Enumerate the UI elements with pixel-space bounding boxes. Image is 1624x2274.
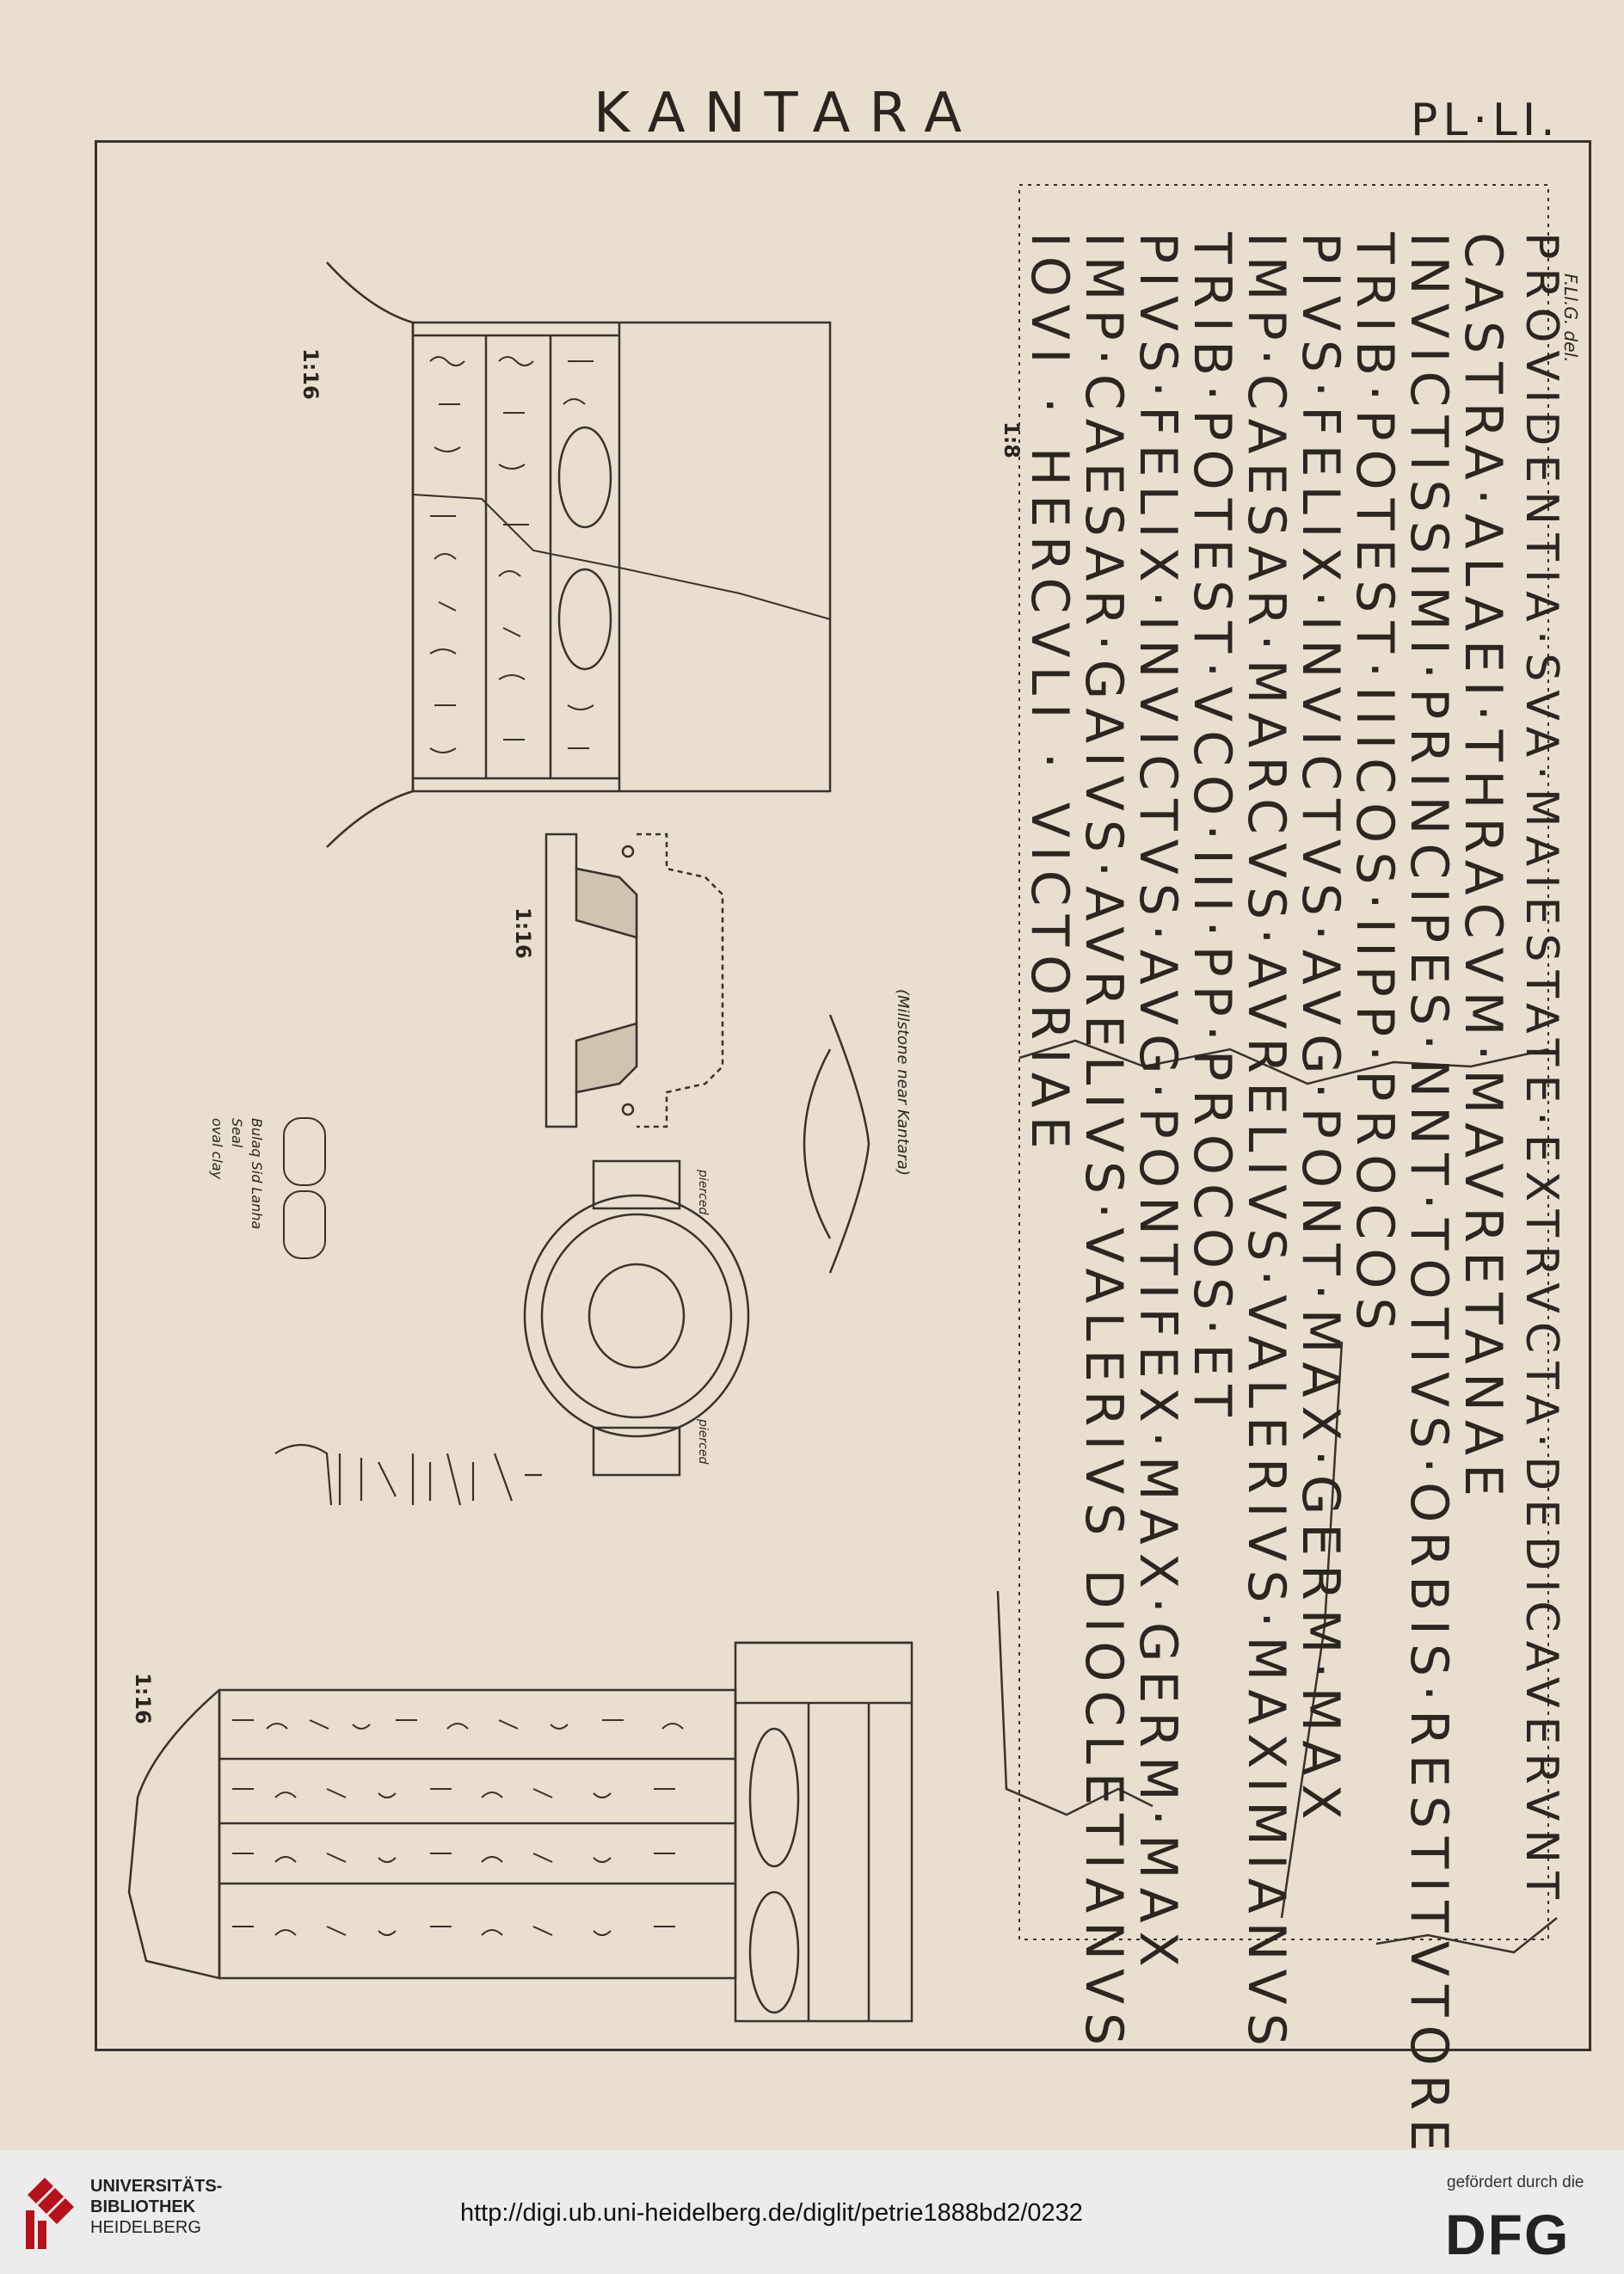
dfg-logo[interactable]: DFG <box>1445 2203 1571 2266</box>
inscription-line-5: IMP·CAESAR·MARCVS·AVRELIVS·VALERIVS·MAXI… <box>1236 232 1296 2055</box>
inscription-line-8: INVICTISSIMI·PRINCIPES·NNT·TOTIVS·ORBIS·… <box>1399 232 1459 2202</box>
hieroglyph-row-drawing <box>274 1444 542 1506</box>
pierced-label-1: pierced <box>696 1170 710 1215</box>
draughtsman-signature: F.Ll.G. del. <box>1560 273 1581 363</box>
footer-bar <box>0 2150 1624 2274</box>
millstone-section <box>803 1014 870 1274</box>
university-name-line-2: BIBLIOTHEK <box>90 2197 196 2216</box>
plate-title: KANTARA <box>594 82 981 145</box>
permalink-url[interactable]: http://digi.ub.uni-heidelberg.de/diglit/… <box>460 2199 1083 2227</box>
funded-by-text: gefördert durch die <box>1447 2173 1584 2191</box>
inscription-line-2: IMP·CAESAR·GAIVS·AVRELIVS·VALERIVS DIOCL… <box>1073 232 1134 2055</box>
inscription-fragment-outline <box>996 1039 1558 1954</box>
inscription-line-1: IOVI · HERCVLI · VICTORIAE <box>1019 232 1080 1158</box>
scale-label-mid: 1:16 <box>511 907 535 959</box>
inscription-slab-outline <box>1018 184 1549 1940</box>
seal-caption-1: oval clay <box>209 1118 225 1180</box>
scale-label-top: 1:16 <box>298 348 323 400</box>
inscription-line-4: TRIB·POTEST·VCO·III·PP·PROCOS·ET <box>1182 232 1242 1425</box>
inscription-line-10: PROVIDENTIA·SVA·MAIESTATE·EXTRVCTA·DEDIC… <box>1516 232 1567 1908</box>
scale-label-bottom: 1:16 <box>131 1673 155 1724</box>
inscription-line-3: PIVS·FELIX·INVICTVS·AVG·PONTIFEX·MAX·GER… <box>1128 232 1188 1976</box>
seal-caption-2: Seal <box>229 1118 245 1148</box>
plate-frame <box>95 140 1591 2051</box>
inscription-line-6: PIVS·FELIX·INVICTVS·AVG·PONT·MAX·GERM·MA… <box>1290 232 1350 1828</box>
plate-page: KANTARA PL·LI. <box>95 82 1591 2202</box>
millstone-plan <box>523 1159 750 1477</box>
university-name[interactable]: UNIVERSITÄTS- BIBLIOTHEK HEIDELBERG <box>90 2176 222 2238</box>
mould-stone-drawing <box>544 833 724 1128</box>
university-logo-icon[interactable] <box>19 2169 86 2255</box>
altar-drawing-top <box>326 261 832 848</box>
line-drawings <box>127 184 1558 2023</box>
millstone-caption: (Millstone near Kantara) <box>894 989 912 1176</box>
inscription-line-7: TRIB·POTEST·IIICOS·IIPP·PROCOS <box>1344 232 1405 1339</box>
university-name-line-1: UNIVERSITÄTS- <box>90 2177 223 2196</box>
seal-caption-3: Bulaq Sid Lanha <box>249 1118 265 1230</box>
stela-drawing-bottom <box>127 1641 914 2023</box>
plate-number: PL·LI. <box>1411 95 1560 146</box>
clay-seal-drawing <box>283 1117 326 1259</box>
pierced-label-2: pierced <box>696 1419 710 1465</box>
inscription-line-9: CASTRA·ALAEI·THRACVM·MAVRETANAE <box>1453 232 1513 1505</box>
university-name-line-3: HEIDELBERG <box>90 2218 201 2237</box>
